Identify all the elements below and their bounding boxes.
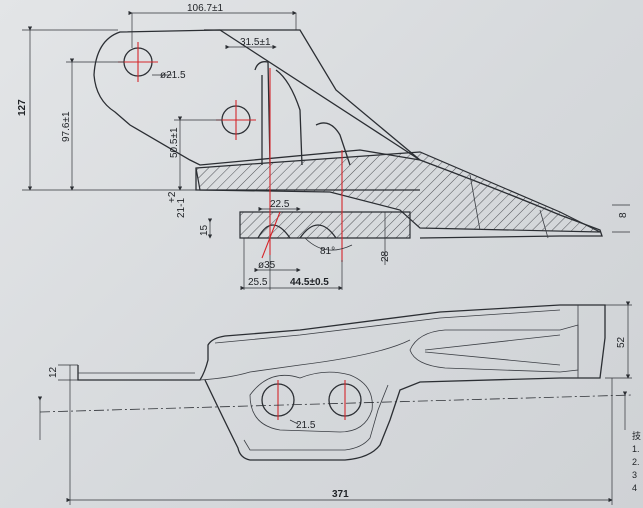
dim-tip: 8 — [618, 212, 629, 218]
dim-top-width: 106.7±1 — [187, 3, 224, 14]
dim-lower-hole-dia: 21.5 — [296, 420, 316, 431]
dim-tol-plus: +2 — [167, 191, 178, 203]
dim-pitch: 44.5±0.5 — [290, 277, 329, 288]
dim-overall-height: 127 — [17, 99, 28, 116]
dim-shank-thickness: 12 — [48, 366, 59, 378]
dim-hole-height: 97.6±1 — [61, 111, 72, 142]
dim-slot-width: 31.5±1 — [240, 37, 271, 48]
side-view: 21.5 12 52 371 — [37, 301, 633, 505]
dim-side-height: 52 — [616, 336, 627, 348]
section-hatch — [195, 151, 601, 233]
dim-wall: 28 — [380, 250, 391, 262]
technical-notes: 技 1. 2. 3 4 — [632, 430, 641, 495]
note-item: 4 — [632, 483, 638, 493]
dim-base-thickness: 15 — [199, 224, 210, 236]
dim-angle: 81° — [320, 246, 335, 257]
dim-tol-minus: 21-1 — [176, 198, 187, 218]
dim-slot-depth: 22.5 — [270, 199, 290, 210]
dim-overall-length: 371 — [332, 489, 349, 500]
dim-lower-hole-height: 50.5±1 — [169, 127, 180, 158]
dim-upper-hole-dia: ø21.5 — [160, 70, 186, 81]
dim-offset-left: 25.5 — [248, 277, 268, 288]
note-item: 2. — [632, 457, 640, 467]
note-item: 1. — [632, 444, 640, 454]
centerline — [39, 394, 633, 413]
top-view: 106.7±1 31.5±1 ø21.5 127 97.6±1 50.5±1 +… — [17, 3, 630, 291]
notes-title: 技 — [632, 431, 642, 441]
note-item: 3 — [632, 470, 638, 480]
dim-bore-dia: ø35 — [258, 260, 276, 271]
